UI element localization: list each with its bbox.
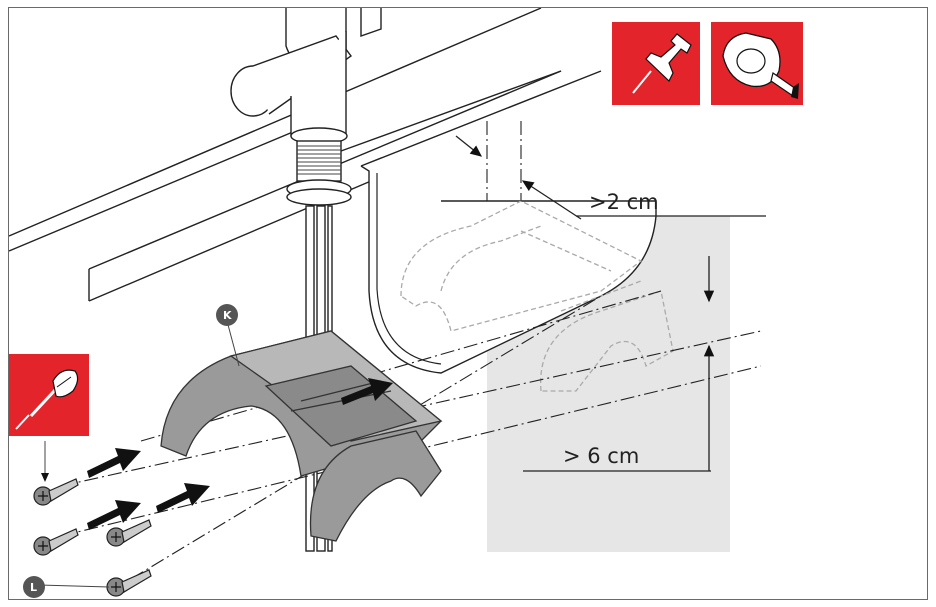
svg-text:K: K xyxy=(223,309,232,322)
part-label-l: L xyxy=(23,576,45,598)
bracket-k xyxy=(160,330,443,542)
screw-4 xyxy=(106,569,152,597)
dimension-top-label: >2 cm xyxy=(589,190,659,214)
screw-3 xyxy=(106,519,152,547)
label-l-leader xyxy=(38,584,110,588)
insert-arrows xyxy=(87,378,393,530)
sink-bowl-edge xyxy=(360,165,657,374)
label-k-leader xyxy=(226,320,240,367)
diagram-frame: >2 cm > 6 cm xyxy=(8,7,928,600)
tape-measure-icon xyxy=(711,22,803,105)
dimension-top xyxy=(455,135,766,220)
dimension-bottom xyxy=(523,256,715,472)
screw-2 xyxy=(33,528,79,556)
screwdriver-icon xyxy=(9,354,89,436)
svg-text:L: L xyxy=(30,581,37,594)
screw-1 xyxy=(33,478,79,506)
installation-diagram: >2 cm > 6 cm xyxy=(9,8,803,598)
dimension-bottom-label: > 6 cm xyxy=(563,444,639,468)
push-pin-icon xyxy=(612,22,700,105)
screws-l xyxy=(33,478,152,597)
part-label-k: K xyxy=(216,304,238,326)
